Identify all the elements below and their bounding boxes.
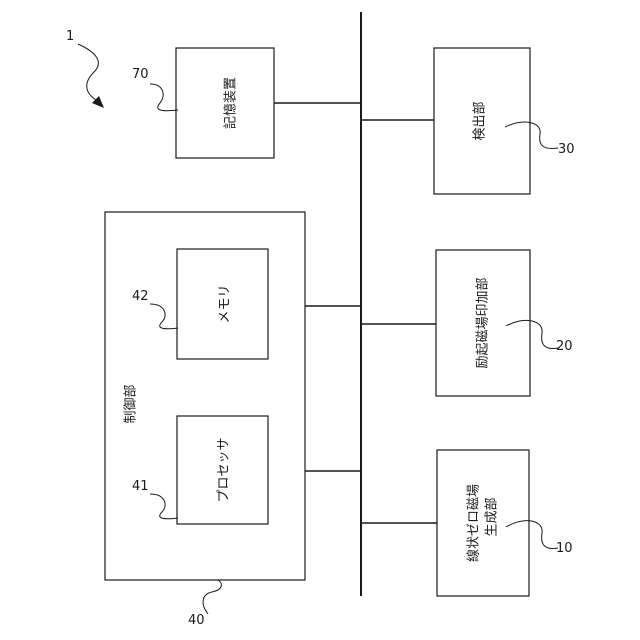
control-leader: [203, 580, 221, 614]
storage-label: 記憶装置: [223, 77, 239, 129]
processor-label: プロセッサ: [217, 437, 232, 502]
figure-ref-leader: [78, 44, 98, 100]
control-ref: 40: [188, 613, 205, 628]
detector-label: 検出部: [473, 101, 488, 140]
excitation-label: 励起磁場印加部: [476, 277, 491, 368]
zero-field-ref: 10: [556, 541, 573, 556]
storage-ref: 70: [132, 67, 149, 82]
memory-label: メモリ: [218, 284, 233, 323]
excitation-ref: 20: [556, 339, 573, 354]
memory-ref: 42: [132, 289, 149, 304]
storage-leader: [150, 84, 178, 111]
detector-ref: 30: [558, 142, 575, 157]
control-label: 制御部: [124, 384, 139, 423]
zero-field-label-line1: 線状ゼロ磁場: [466, 484, 482, 562]
zero-field-label-line2: 生成部: [485, 497, 500, 536]
figure-ref: 1: [66, 29, 74, 44]
processor-ref: 41: [132, 479, 149, 494]
